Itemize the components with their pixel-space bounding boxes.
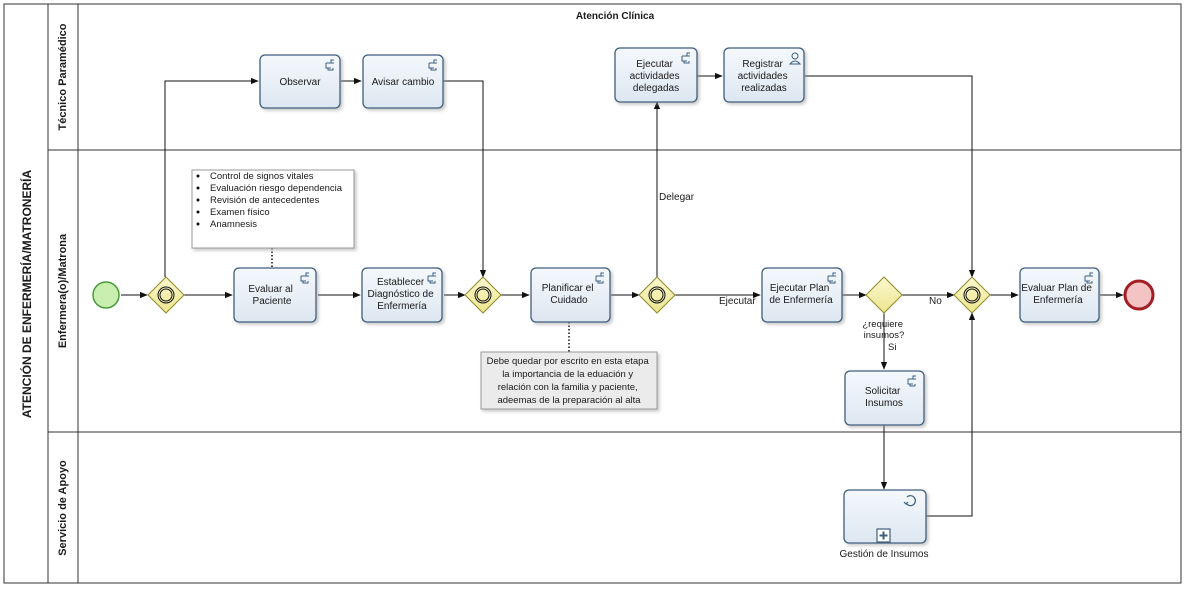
task-evaluar-paciente[interactable]: Evaluar al Paciente bbox=[233, 267, 317, 323]
subprocess-label: Gestión de Insumos bbox=[840, 549, 929, 560]
task-label: Evaluar al Paciente bbox=[248, 284, 295, 307]
task-observar[interactable]: Observar bbox=[259, 54, 341, 109]
task-label: Registrar actividades realizadas bbox=[738, 59, 791, 94]
lane-label-enfermera: Enfermera(o)/Matrona bbox=[57, 233, 69, 348]
task-ejecutar-plan[interactable]: Ejecutar Plan de Enfermería bbox=[761, 267, 843, 323]
flow-label-delegar: Delegar bbox=[659, 192, 695, 203]
task-label: Solicitar Insumos bbox=[865, 386, 903, 409]
associations bbox=[271, 248, 570, 352]
annotation-planificacion: Debe quedar por escrito en esta etapa la… bbox=[480, 351, 658, 410]
flow-label-ejecutar: Ejecutar bbox=[719, 296, 756, 307]
task-label: Avisar cambio bbox=[372, 77, 435, 88]
start-event[interactable] bbox=[92, 281, 120, 309]
subprocess-gestion-insumos[interactable]: Gestión de Insumos bbox=[840, 489, 929, 560]
task-label: Establecer Diagnóstico de Enfermería bbox=[368, 277, 437, 312]
gateway-exclusive[interactable] bbox=[865, 276, 903, 314]
flow-label-si: Si bbox=[888, 342, 896, 353]
task-label: Observar bbox=[279, 77, 321, 88]
task-evaluar-plan[interactable]: Evaluar Plan de Enfermería bbox=[1019, 267, 1100, 323]
annotation-item: Revisión de antecedentes bbox=[210, 195, 320, 206]
task-label: Evaluar Plan de Enfermería bbox=[1021, 283, 1094, 306]
annotation-item: Anamnesis bbox=[210, 219, 257, 230]
annotation-item: Evaluación riesgo dependencia bbox=[210, 183, 343, 194]
lane-label-tecnico: Técnico Paramédico bbox=[57, 23, 69, 130]
svg-text:Debe quedar por escrito en est: Debe quedar por escrito en esta etapa la… bbox=[487, 356, 652, 406]
task-planificar-cuidado[interactable]: Planificar el Cuidado bbox=[530, 267, 611, 323]
task-label: Planificar el Cuidado bbox=[542, 283, 596, 306]
task-solicitar-insumos[interactable]: Solicitar Insumos bbox=[844, 370, 925, 426]
task-label: Ejecutar Plan de Enfermería bbox=[769, 283, 833, 306]
gateway-event-based-2[interactable] bbox=[464, 276, 502, 314]
task-avisar-cambio[interactable]: Avisar cambio bbox=[362, 54, 444, 109]
task-label: Ejecutar actividades delegadas bbox=[630, 59, 683, 94]
gateway-event-based-3[interactable] bbox=[638, 276, 676, 314]
lane-label-apoyo: Servicio de Apoyo bbox=[57, 460, 69, 556]
plus-square-icon bbox=[876, 528, 891, 543]
sequence-flows bbox=[121, 72, 1124, 517]
loop-icon bbox=[903, 495, 916, 507]
process-title: Atención Clínica bbox=[576, 11, 655, 22]
annotation-item: Control de signos vitales bbox=[210, 171, 314, 182]
task-registrar-actividades[interactable]: Registrar actividades realizadas bbox=[723, 47, 805, 103]
annotation-item: Examen físico bbox=[210, 207, 270, 218]
end-event[interactable] bbox=[1123, 279, 1155, 311]
flow-label-no: No bbox=[929, 296, 942, 307]
flow-label-requiere-insumos: ¿requiere insumos? bbox=[862, 319, 905, 341]
gateway-event-based-4[interactable] bbox=[953, 276, 991, 314]
task-establecer-diagnostico[interactable]: Establecer Diagnóstico de Enfermería bbox=[361, 267, 443, 323]
user-icon bbox=[788, 52, 802, 65]
task-ejecutar-delegadas[interactable]: Ejecutar actividades delegadas bbox=[614, 47, 698, 103]
pool-title: ATENCIÓN DE ENFERMERÍA/MATRONERÍA bbox=[19, 170, 34, 419]
annotation-evaluacion: Control de signos vitales Evaluación rie… bbox=[191, 169, 355, 249]
gateway-event-based-1[interactable] bbox=[147, 276, 185, 314]
